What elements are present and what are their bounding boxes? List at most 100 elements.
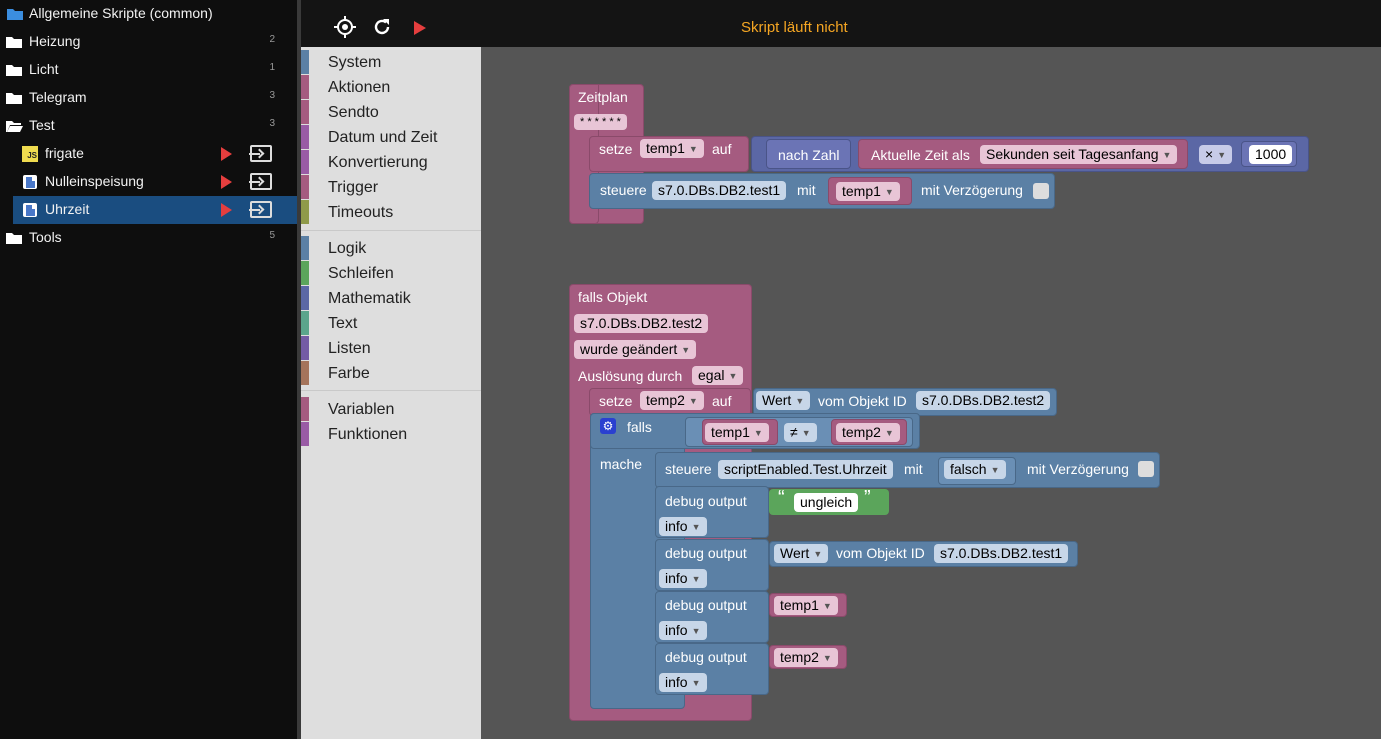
- delay-checkbox[interactable]: [1138, 461, 1154, 477]
- item-count: 3: [269, 90, 275, 101]
- variable-name: temp2: [842, 424, 881, 440]
- category-aktionen[interactable]: Aktionen: [301, 75, 481, 99]
- text-field[interactable]: ungleich: [794, 493, 859, 512]
- boolean-dropdown[interactable]: falsch▼: [944, 460, 1006, 479]
- item-count: 5: [269, 230, 275, 241]
- nach-zahl-label: nach Zahl: [778, 147, 840, 163]
- control-block[interactable]: [589, 173, 1055, 209]
- category-konvertierung[interactable]: Konvertierung: [301, 150, 481, 174]
- folder-icon: [6, 233, 22, 244]
- do-label: mache: [600, 456, 643, 472]
- delay-checkbox[interactable]: [1033, 183, 1049, 199]
- operator-dropdown[interactable]: ≠▼: [784, 423, 817, 442]
- run-script-icon[interactable]: [221, 203, 232, 217]
- time-format-dropdown[interactable]: Sekunden seit Tagesanfang▼: [980, 145, 1178, 164]
- category-funktionen[interactable]: Funktionen: [301, 422, 481, 446]
- category-timeouts[interactable]: Timeouts: [301, 200, 481, 224]
- tree-item-uhrzeit[interactable]: Uhrzeit: [13, 196, 297, 224]
- script-status: Skript läuft nicht: [741, 19, 848, 36]
- wert-dropdown[interactable]: Wert▼: [774, 544, 829, 563]
- play-icon[interactable]: [414, 21, 426, 35]
- object-id-field[interactable]: s7.0.DBs.DB2.test1: [934, 544, 1069, 563]
- dropdown-arrow-icon: ▼: [822, 653, 832, 663]
- current-time-label: Aktuelle Zeit als: [871, 147, 970, 163]
- run-script-icon[interactable]: [221, 147, 232, 161]
- category-schleifen[interactable]: Schleifen: [301, 261, 481, 285]
- object-id-field[interactable]: scriptEnabled.Test.Uhrzeit: [718, 460, 893, 479]
- blockly-workspace[interactable]: Zeitplan * * * * * * setze temp1▼ auf na…: [481, 47, 1381, 739]
- export-icon[interactable]: [249, 173, 272, 190]
- category-separator: [301, 230, 481, 231]
- crosshair-icon[interactable]: [334, 16, 356, 38]
- level-dropdown[interactable]: info▼: [659, 673, 707, 692]
- variable-dropdown[interactable]: temp1▼: [705, 423, 769, 442]
- category-logik[interactable]: Logik: [301, 236, 481, 260]
- variable-dropdown[interactable]: temp1▼: [774, 596, 838, 615]
- folder-icon: [7, 9, 23, 20]
- tree-item-nulleinspeisung[interactable]: Nulleinspeisung: [0, 168, 297, 196]
- category-label: Listen: [328, 340, 371, 357]
- tree-item-label: Uhrzeit: [45, 201, 90, 217]
- blockly-file-icon: [23, 175, 37, 189]
- variable-dropdown[interactable]: temp1▼: [836, 182, 900, 201]
- tree-item-label: Telegram: [29, 89, 87, 105]
- nach-zahl-block[interactable]: [766, 139, 851, 169]
- gear-icon[interactable]: ⚙: [600, 418, 616, 434]
- object-id-field[interactable]: s7.0.DBs.DB2.test2: [574, 314, 709, 333]
- dropdown-arrow-icon: ▼: [728, 371, 738, 381]
- variable-dropdown[interactable]: temp2▼: [774, 648, 838, 667]
- tree-item-frigate[interactable]: JS frigate: [0, 140, 297, 168]
- dropdown-arrow-icon: ▼: [884, 187, 894, 197]
- debug-label: debug output: [665, 649, 747, 665]
- category-listen[interactable]: Listen: [301, 336, 481, 360]
- export-icon[interactable]: [249, 145, 272, 162]
- folder-icon: [6, 37, 22, 48]
- variable-dropdown[interactable]: temp2▼: [836, 423, 900, 442]
- dropdown-arrow-icon: ▼: [822, 601, 832, 611]
- category-farbe[interactable]: Farbe: [301, 361, 481, 385]
- dropdown-arrow-icon: ▼: [1162, 150, 1172, 160]
- panel-divider[interactable]: [297, 0, 301, 739]
- object-id-field[interactable]: s7.0.DBs.DB2.test1: [652, 181, 787, 200]
- category-label: Schleifen: [328, 265, 394, 282]
- dropdown-arrow-icon: ▼: [990, 465, 1000, 475]
- operator-dropdown[interactable]: ×▼: [1199, 145, 1233, 164]
- category-label: Mathematik: [328, 290, 411, 307]
- tree-item-telegram[interactable]: Telegram 3: [0, 84, 297, 112]
- category-label: Trigger: [328, 179, 379, 196]
- category-mathematik[interactable]: Mathematik: [301, 286, 481, 310]
- tree-item-test[interactable]: Test 3: [0, 112, 297, 140]
- auf-label: auf: [712, 141, 732, 157]
- category-trigger[interactable]: Trigger: [301, 175, 481, 199]
- category-datum-und-zeit[interactable]: Datum und Zeit: [301, 125, 481, 149]
- tree-item-label: Test: [29, 117, 55, 133]
- level-dropdown[interactable]: info▼: [659, 621, 707, 640]
- category-sendto[interactable]: Sendto: [301, 100, 481, 124]
- run-script-icon[interactable]: [221, 175, 232, 189]
- category-label: Logik: [328, 240, 367, 257]
- variable-dropdown[interactable]: temp1▼: [640, 139, 704, 158]
- object-id-field[interactable]: s7.0.DBs.DB2.test2: [916, 391, 1051, 410]
- dropdown-arrow-icon: ▼: [688, 396, 698, 406]
- level-dropdown[interactable]: info▼: [659, 569, 707, 588]
- number-field[interactable]: 1000: [1249, 145, 1293, 164]
- tree-item-label: Nulleinspeisung: [45, 173, 144, 189]
- cron-field[interactable]: * * * * * *: [574, 114, 627, 130]
- variable-dropdown[interactable]: temp2▼: [640, 391, 704, 410]
- level-dropdown[interactable]: info▼: [659, 517, 707, 536]
- refresh-icon[interactable]: [372, 17, 392, 37]
- tree-item-heizung[interactable]: Heizung 2: [0, 28, 297, 56]
- export-icon[interactable]: [249, 201, 272, 218]
- tree-item-licht[interactable]: Licht 1: [0, 56, 297, 84]
- category-text[interactable]: Text: [301, 311, 481, 335]
- category-variablen[interactable]: Variablen: [301, 397, 481, 421]
- dropdown-arrow-icon: ▼: [691, 574, 701, 584]
- wert-dropdown[interactable]: Wert▼: [756, 391, 811, 410]
- dropdown-arrow-icon: ▼: [688, 144, 698, 154]
- category-system[interactable]: System: [301, 50, 481, 74]
- ausloesung-dropdown[interactable]: egal▼: [692, 366, 744, 385]
- tree-item-tools[interactable]: Tools 5: [0, 224, 297, 252]
- tree-item-label: Allgemeine Skripte (common): [29, 5, 213, 21]
- condition-dropdown[interactable]: wurde geändert▼: [574, 340, 697, 359]
- tree-item-common[interactable]: Allgemeine Skripte (common): [0, 0, 297, 28]
